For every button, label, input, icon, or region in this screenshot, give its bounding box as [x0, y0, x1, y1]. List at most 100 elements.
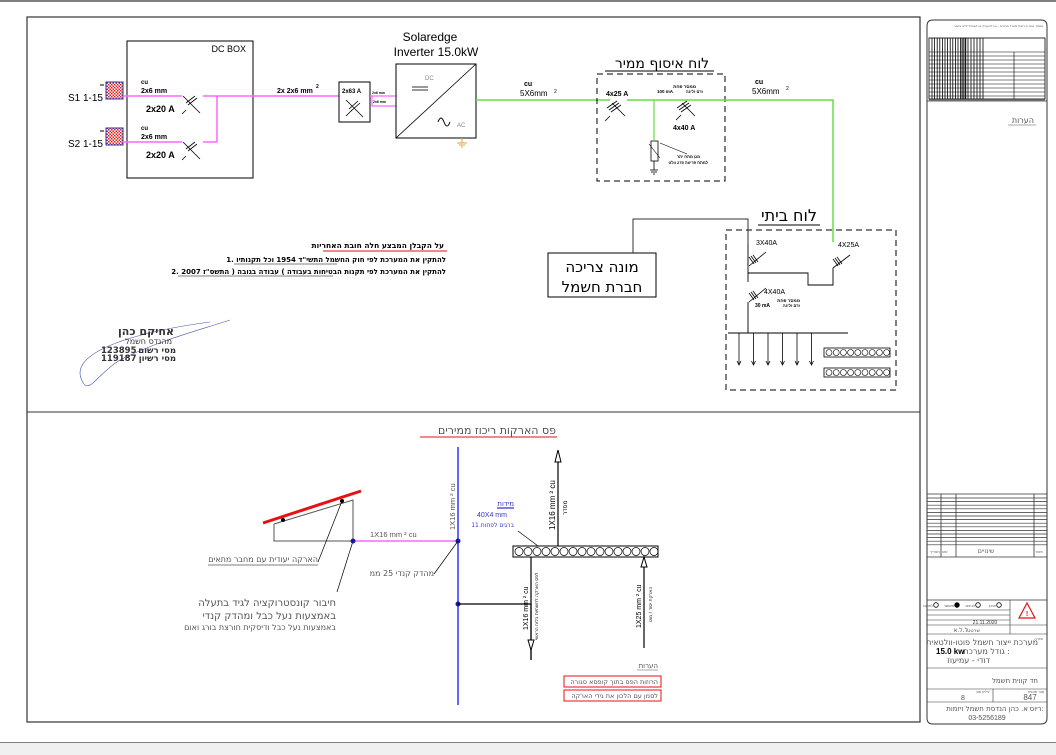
- sheet-frame: [26, 16, 921, 723]
- status-radio: [975, 602, 981, 608]
- surge-arrester-icon: [650, 140, 659, 162]
- collector-panel: לוח איסוף ממיר 4x25 A ממסר פחת זרם זליגה…: [596, 56, 726, 182]
- top-window-border: [0, 0, 1056, 2]
- svg-text:3X40A: 3X40A: [756, 240, 777, 247]
- terminal: [876, 369, 883, 376]
- svg-text:מהדק קנדי 25 ממ: מהדק קנדי 25 ממ: [370, 569, 434, 578]
- arrow-up-icon: [554, 449, 562, 463]
- svg-text:Inverter 15.0kW: Inverter 15.0kW: [394, 45, 479, 59]
- svg-text:123895: 123895: [101, 346, 137, 356]
- svg-text:!: !: [1026, 611, 1028, 618]
- busbar-hole: [577, 547, 587, 556]
- svg-text:1X16 mm ² cu: 1X16 mm ² cu: [548, 480, 557, 530]
- signature: [79, 319, 231, 387]
- terminal: [868, 349, 876, 356]
- grounding-notes-heading: הערות: [639, 662, 658, 670]
- title-block: מסמך אשר ב-רשות משרד מהנדס - אין להעתיק …: [923, 19, 1048, 725]
- svg-text:חברה: חברה: [1034, 637, 1043, 641]
- arrow-down-icon: [765, 360, 771, 366]
- svg-text:2: 2: [316, 84, 319, 90]
- svg-text:מסדר: מסדר: [562, 500, 569, 515]
- svg-text:11 ברגים לפחות: 11 ברגים לפחות: [471, 522, 514, 529]
- svg-text:119187: 119187: [101, 354, 137, 364]
- terminal: [840, 369, 847, 376]
- svg-text:cu: cu: [755, 79, 763, 86]
- busbar-hole: [541, 547, 551, 556]
- remarks-label: הערות: [1012, 116, 1034, 125]
- svg-text:4X25A: 4X25A: [838, 242, 859, 249]
- svg-text:באמצעות נעל כבל ומהדק קנדי: באמצעות נעל כבל ומהדק קנדי: [202, 611, 336, 622]
- collector-panel-title: לוח איסוף ממיר: [615, 56, 709, 72]
- svg-text:חיבור קונסטרוקציה לגיד בתעלה: חיבור קונסטרוקציה לגיד בתעלה: [198, 598, 336, 609]
- svg-text:4x25 A: 4x25 A: [606, 91, 628, 98]
- terminal: [883, 349, 890, 356]
- svg-text:שינויים: שינויים: [978, 548, 994, 555]
- svg-text:למתח פריצה 275 וולט: למתח פריצה 275 וולט: [668, 160, 708, 165]
- busbar-hole: [514, 547, 524, 556]
- svg-text:cu: cu: [141, 126, 148, 132]
- svg-text:40X4 mm: 40X4 mm: [477, 512, 507, 519]
- revisions-table: [927, 493, 1047, 558]
- svg-text:1X16 mm ² cu: 1X16 mm ² cu: [448, 483, 457, 530]
- terminal: [825, 349, 833, 356]
- warning-icon: [1018, 601, 1036, 619]
- svg-text:30 mA: 30 mA: [755, 303, 770, 309]
- grounding-diagram: פס הארקות ריכוז ממירים 1X16 mm ² cu 1X16…: [184, 424, 662, 705]
- svg-text:זרם זליגה: זרם זליגה: [783, 303, 801, 308]
- svg-text:1. להתקין את המערכת לפי חוק הח: 1. להתקין את המערכת לפי חוק החשמל התשי"ד…: [226, 256, 446, 264]
- svg-text:cu: cu: [524, 81, 532, 88]
- svg-text:מס' תוכנית: מס' תוכנית: [1028, 690, 1045, 694]
- busbar-hole: [613, 547, 623, 556]
- rcd-icon: [748, 287, 767, 303]
- dc-trunk-label: 2x 2x6 mm: [277, 88, 313, 95]
- designer-name: א. כהן הנדסת חשמל ויזמות: [946, 705, 1028, 713]
- svg-text:1X16 mm ² cu: 1X16 mm ² cu: [370, 530, 417, 539]
- svg-text:ל.ל.א: ל.ל.א: [953, 627, 968, 634]
- svg-text:לפס הארקה לתשתיות בלוח הראשי: לפס הארקה לתשתיות בלוח הראשי: [535, 572, 540, 640]
- inverter-title: Solaredge: [403, 30, 458, 44]
- status-label: לביצוע: [965, 604, 975, 608]
- pv-string-2: S2 1-15 cu 2x6 mm 2x20 A: [68, 126, 217, 161]
- breaker-icon: [832, 254, 851, 269]
- busbar-hole: [631, 547, 641, 556]
- installation-notes: על הקבלן המבצע חלה חובת האחריות 1. להתקי…: [171, 241, 447, 277]
- svg-text:2x6 mm: 2x6 mm: [373, 100, 386, 104]
- busbar-hole: [568, 547, 578, 556]
- terminal: [854, 349, 862, 356]
- ac-symbol-icon: [437, 117, 451, 127]
- busbar-hole: [622, 547, 632, 556]
- svg-text:2x63 A: 2x63 A: [342, 89, 362, 95]
- svg-text:הרוזות הפס בתוך קופסא סגורה: הרוזות הפס בתוך קופסא סגורה: [570, 678, 658, 686]
- dc-box: DC BOX S1 1-15 cu 2x6 mm 2x20 A S2 1-15 …: [68, 40, 254, 179]
- engineer-stamp: אחיקם כהן מהנדס חשמל מסי רשום 123895 מסי…: [79, 319, 231, 387]
- svg-text:מסי רשום: מסי רשום: [138, 346, 176, 356]
- sheet-number: 8: [961, 695, 965, 702]
- svg-text:מידות: מידות: [497, 500, 514, 508]
- svg-text:שרטט: שרטט: [967, 628, 980, 634]
- arrow-down-icon: [751, 360, 756, 366]
- busbar-hole: [559, 547, 569, 556]
- bottom-window-bar: [0, 742, 1056, 755]
- status-radio: [933, 602, 939, 608]
- svg-text:DC: DC: [425, 76, 434, 82]
- svg-text:4x40 A: 4x40 A: [673, 125, 695, 132]
- ac-cable-2: [700, 99, 834, 242]
- terminal: [840, 349, 847, 356]
- svg-text:חברת חשמל: חברת חשמל: [562, 278, 643, 296]
- svg-text:מונה צריכה: מונה צריכה: [565, 258, 638, 276]
- grid-frame: [928, 37, 1046, 100]
- svg-text:מגן מתח יתר: מגן מתח יתר: [677, 154, 700, 159]
- ground-icon: [457, 138, 467, 148]
- pv-string-1: S1 1-15 cu 2x6 mm 2x20 A: [68, 80, 217, 115]
- svg-text:2x20 A: 2x20 A: [146, 150, 175, 160]
- svg-text:זרם זליגה: זרם זליגה: [686, 89, 704, 94]
- svg-text:2x6 mm: 2x6 mm: [372, 91, 385, 95]
- svg-text:ממסר פחת: ממסר פחת: [673, 84, 696, 89]
- svg-text:גודל מערכת :: גודל מערכת :: [963, 647, 1010, 656]
- svg-text:cu: cu: [141, 80, 148, 86]
- breaker-icon: [604, 100, 626, 122]
- status-radio: [954, 602, 960, 608]
- project-name: מערכת ייצור חשמל פוטו-וולטאית: [926, 638, 1038, 647]
